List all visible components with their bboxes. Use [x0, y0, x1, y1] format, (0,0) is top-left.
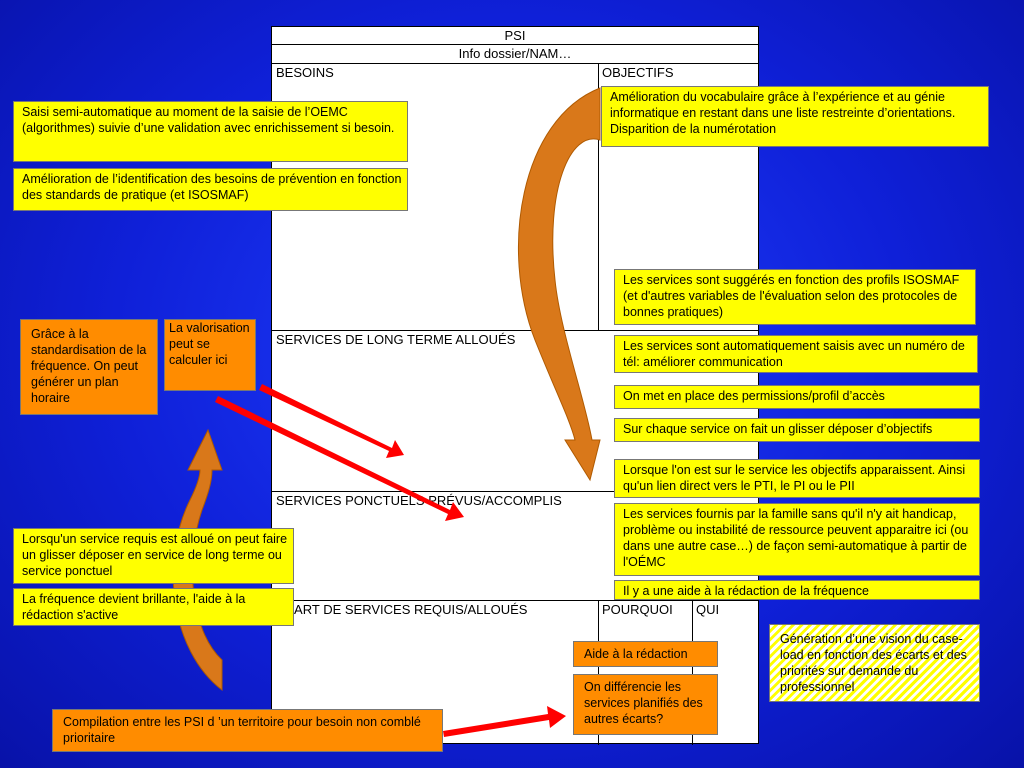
note-differencie: On différencie les services planifiés de… [573, 674, 718, 735]
note-generation: Génération d’une vision du case-load en … [769, 624, 980, 702]
note-permissions: On met en place des permissions/profil d… [614, 385, 980, 409]
ecart-header: ÉCART DE SERVICES REQUIS/ALLOUÉS [276, 602, 528, 617]
note-aide-frequence: Il y a une aide à la rédaction de la fré… [614, 580, 980, 600]
objectifs-header: OBJECTIFS [602, 65, 674, 80]
psi-title: PSI [504, 28, 526, 43]
note-automatiquement: Les services sont automatiquement saisis… [614, 335, 978, 373]
note-vocabulaire: Amélioration du vocabulaire grâce à l’ex… [601, 86, 989, 147]
long-terme-header: SERVICES DE LONG TERME ALLOUÉS [276, 332, 516, 347]
table-rule [598, 63, 599, 330]
note-frequence-brillante: La fréquence devient brillante, l'aide à… [13, 588, 294, 626]
curved-arrow-right [518, 87, 601, 482]
table-rule [272, 63, 758, 64]
note-saisie: Saisi semi-automatique au moment de la s… [13, 101, 408, 162]
red-arrow [215, 396, 464, 521]
red-arrow [443, 706, 566, 737]
besoins-header: BESOINS [276, 65, 334, 80]
note-service-requis: Lorsqu'un service requis est alloué on p… [13, 528, 294, 584]
table-rule [272, 600, 758, 601]
pourquoi-header: POURQUOI [602, 602, 673, 617]
note-glisser-objectifs: Sur chaque service on fait un glisser dé… [614, 418, 980, 442]
note-aide-redaction: Aide à la rédaction [573, 641, 718, 667]
note-famille: Les services fournis par la famille sans… [614, 503, 980, 576]
table-rule [272, 491, 758, 492]
table-rule [272, 330, 758, 331]
ponctuels-header: SERVICES PONCTUELS PRÉVUS/ACCOMPLIS [276, 493, 562, 508]
note-valorisation: La valorisation peut se calculer ici [164, 319, 256, 391]
note-identification: Amélioration de l’identification des bes… [13, 168, 408, 211]
table-rule [598, 600, 599, 745]
red-arrow [259, 384, 404, 458]
note-lorsque-service: Lorsque l'on est sur le service les obje… [614, 459, 980, 498]
note-standardisation: Grâce à la standardisation de la fréquen… [20, 319, 158, 415]
info-dossier: Info dossier/NAM… [458, 46, 572, 61]
note-suggeres: Les services sont suggérés en fonction d… [614, 269, 976, 325]
qui-header: QUI [696, 602, 720, 617]
table-rule [272, 44, 758, 45]
table-rule [692, 600, 693, 745]
note-compilation: Compilation entre les PSI d ’un territoi… [52, 709, 443, 752]
